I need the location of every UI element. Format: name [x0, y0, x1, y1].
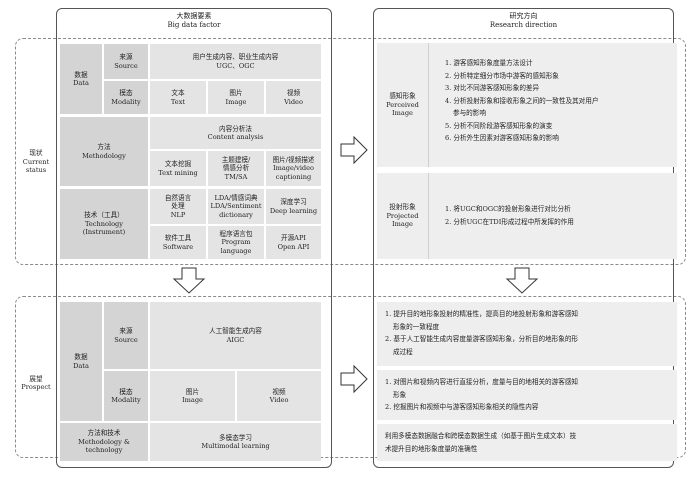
list-item: 参与的影响 — [453, 109, 486, 117]
list-item: 形象 — [393, 390, 407, 399]
list-item: 4. 分析投射形象和接收形象之间的一致性及其对用户 — [445, 96, 599, 105]
future-direction-3: 利用多模态数据融合和跨模态数据生成（如基于图片生成文本）技 术提升目的地形象度量… — [377, 424, 677, 461]
prospect-section — [15, 296, 686, 458]
right-arrow-icon — [340, 135, 368, 165]
future-direction-1: 1. 提升目的地形象投射的精准性，提高目的地投射形象和游客感知 形象的一致程度 … — [377, 302, 677, 366]
list-item: 利用多模态数据融合和跨模态数据生成（如基于图片生成文本）技 — [385, 432, 577, 440]
future-direction-2: 1. 对图片和视频内容进行直接分析，度量与目的地相关的游客感知 形象 2. 挖掘… — [377, 370, 677, 420]
current-section — [15, 38, 686, 265]
perceived-image-list: 1. 游客感知形象度量方法设计 2. 分析特定细分市场中游客的感知形象 3. 对… — [437, 57, 675, 145]
list-item: 2. 基于人工智能生成内容度量游客感知形象，分析目的地形象的形 — [385, 335, 579, 343]
list-item: 1. 游客感知形象度量方法设计 — [445, 59, 533, 67]
list-item: 2. 分析特定细分市场中游客的感知形象 — [445, 71, 559, 80]
list-item: 5. 分析不同阶段游客感知形象的演变 — [445, 121, 553, 130]
list-item: 2. 挖掘图片和视频中与游客感知形象相关的隐性内容 — [385, 403, 539, 411]
right-arrow-icon — [340, 364, 368, 394]
list-item: 1. 提升目的地形象投射的精准性，提高目的地投射形象和游客感知 — [385, 310, 579, 318]
big-data-panel — [56, 8, 332, 468]
list-item: 3. 对比不同游客感知形象的差异 — [445, 84, 540, 92]
list-item: 1. 对图片和视频内容进行直接分析，度量与目的地相关的游客感知 — [385, 378, 579, 386]
list-item: 2. 分析UGC在TDI形成过程中所发挥的作用 — [445, 217, 574, 226]
current-tech-label: 技术（工具）Technology(Instrument) — [60, 189, 148, 259]
projected-image-box — [377, 173, 677, 259]
list-item: 形象的一致程度 — [393, 322, 440, 331]
list-item: 1. 将UGC和OGC的投射形象进行对比分析 — [445, 205, 571, 213]
projected-image-list: 1. 将UGC和OGC的投射形象进行对比分析 2. 分析UGC在TDI形成过程中… — [437, 203, 675, 228]
down-arrow-icon — [505, 267, 539, 294]
perceived-image-box — [377, 43, 677, 167]
list-item: 6. 分析外生因素对游客感知形象的影响 — [445, 134, 559, 142]
list-item: 成过程 — [393, 347, 413, 356]
down-arrow-icon — [172, 267, 206, 294]
list-item: 术提升目的地形象度量的准确性 — [385, 444, 478, 453]
